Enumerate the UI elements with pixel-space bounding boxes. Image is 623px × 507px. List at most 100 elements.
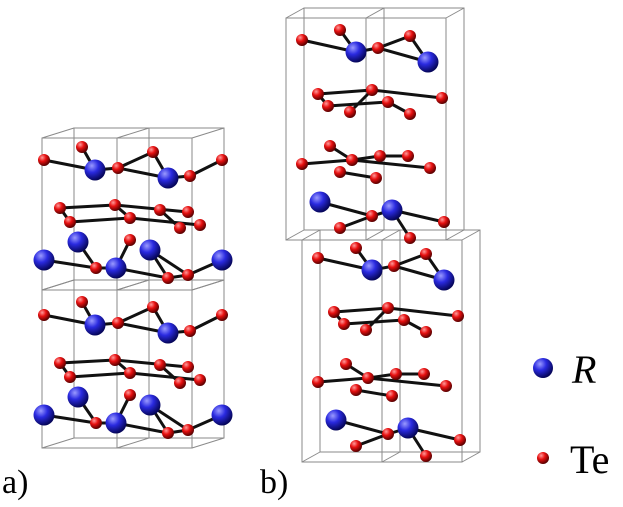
- te-atom: [194, 219, 206, 231]
- cell-b-lower-edge: [461, 229, 481, 241]
- te-atom: [162, 427, 174, 439]
- cell-a-lower-edge: [41, 279, 75, 291]
- te-atom: [382, 302, 394, 314]
- cell-a-lower-edge: [41, 437, 75, 449]
- te-atom: [312, 252, 324, 264]
- bond: [370, 88, 444, 100]
- te-atom: [174, 222, 186, 234]
- legend: [533, 358, 553, 464]
- te-atom: [346, 154, 358, 166]
- r-atom: [325, 409, 347, 431]
- te-atom: [440, 380, 452, 392]
- bond: [68, 371, 132, 379]
- cell-b-lower-edge: [381, 229, 401, 241]
- te-atom: [124, 234, 136, 246]
- cell-b-lower-edge: [301, 229, 321, 241]
- te-atom: [194, 374, 206, 386]
- te-atom: [334, 166, 346, 178]
- bond: [366, 376, 448, 388]
- te-atom: [372, 42, 384, 54]
- te-atom: [370, 172, 382, 184]
- legend-te-label: Te: [570, 437, 610, 482]
- te-atom: [334, 222, 346, 234]
- te-atom: [184, 325, 196, 337]
- r-atom: [67, 231, 89, 253]
- bond: [58, 203, 117, 210]
- r-atom: [157, 322, 179, 344]
- te-atom: [124, 389, 136, 401]
- bond: [116, 150, 155, 170]
- te-atom: [112, 317, 124, 329]
- r-atom: [397, 417, 419, 439]
- te-atom: [398, 314, 410, 326]
- cell-a-upper-edge: [41, 127, 75, 139]
- bond: [113, 203, 190, 214]
- te-atom: [154, 204, 166, 216]
- te-atom: [420, 326, 432, 338]
- te-atom: [324, 140, 336, 152]
- te-atom: [454, 434, 466, 446]
- te-atom: [338, 318, 350, 330]
- te-atom: [182, 206, 194, 218]
- cell-a-upper-edge: [191, 127, 225, 139]
- cell-a-lower-edge: [116, 279, 150, 291]
- cell-b-lower-edge: [461, 451, 481, 463]
- r-atom: [33, 249, 55, 271]
- legend-r-label: R: [572, 347, 597, 392]
- cell-b-upper-edge: [445, 229, 465, 241]
- r-atom: [139, 239, 161, 261]
- bond: [354, 388, 394, 398]
- te-atom: [374, 150, 386, 162]
- r-atom: [345, 41, 367, 63]
- te-atom: [366, 84, 378, 96]
- te-atom: [124, 212, 136, 224]
- te-atom: [296, 34, 308, 46]
- te-atom: [344, 106, 356, 118]
- te-atom: [436, 92, 448, 104]
- te-atom: [382, 428, 394, 440]
- te-atom: [420, 450, 432, 462]
- cell-a-lower-edge: [191, 437, 225, 449]
- te-atom: [216, 154, 228, 166]
- cell-a-lower-edge: [116, 437, 150, 449]
- te-atom: [216, 309, 228, 321]
- bond: [116, 305, 155, 325]
- te-atom: [64, 216, 76, 228]
- r-atom: [33, 404, 55, 426]
- te-atom: [147, 146, 159, 158]
- bond: [128, 371, 202, 382]
- te-atom: [328, 306, 340, 318]
- te-atom: [182, 269, 194, 281]
- te-atom: [386, 390, 398, 402]
- te-atom: [182, 361, 194, 373]
- r-atom: [84, 159, 106, 181]
- te-atom: [360, 324, 372, 336]
- structure-b: [285, 7, 481, 463]
- bond: [350, 158, 432, 170]
- te-atom: [109, 354, 121, 366]
- te-atom: [350, 440, 362, 452]
- cell-b-upper-edge: [285, 7, 305, 19]
- te-atom: [112, 162, 124, 174]
- te-atom: [388, 260, 400, 272]
- te-atom: [162, 272, 174, 284]
- te-atom: [54, 202, 66, 214]
- te-atom: [404, 30, 416, 42]
- te-atom: [382, 96, 394, 108]
- cell-b-lower-edge: [301, 451, 321, 463]
- te-atom: [404, 232, 416, 244]
- te-atom: [452, 310, 464, 322]
- bond: [113, 358, 190, 369]
- te-atom: [147, 301, 159, 313]
- cell-b-upper-edge: [365, 229, 385, 241]
- te-atom: [90, 262, 102, 274]
- te-atom: [76, 141, 88, 153]
- r-atom: [105, 412, 127, 434]
- panel-label-b: b): [260, 464, 289, 501]
- r-atom: [361, 259, 383, 281]
- cell-b-upper-edge: [285, 229, 305, 241]
- cell-b-upper-edge: [445, 7, 465, 19]
- te-atom: [420, 248, 432, 260]
- r-atom: [309, 191, 331, 213]
- r-atom: [211, 404, 233, 426]
